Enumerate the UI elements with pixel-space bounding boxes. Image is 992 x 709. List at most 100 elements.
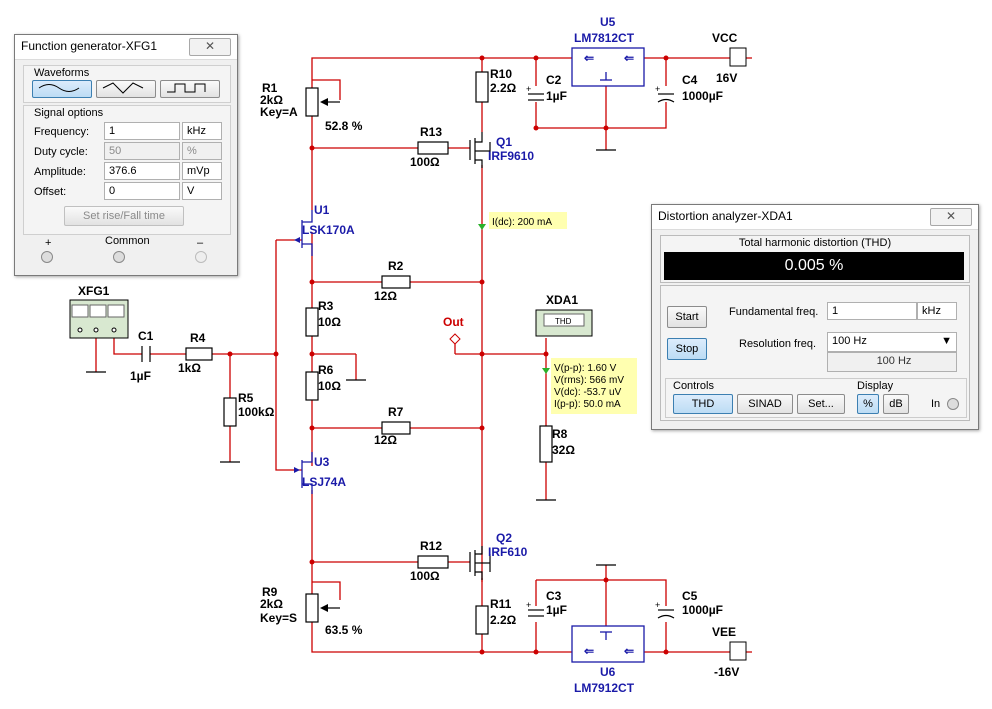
probe-dc-icon xyxy=(478,224,486,230)
probe-out-ipp: I(p-p): 50.0 mA xyxy=(554,399,621,410)
svg-text:U6: U6 xyxy=(600,665,616,679)
common-terminal-icon[interactable] xyxy=(113,251,125,263)
in-terminal-icon[interactable] xyxy=(947,398,959,410)
svg-text:LSJ74A: LSJ74A xyxy=(302,475,346,489)
amplitude-unit[interactable]: mVp xyxy=(182,162,222,180)
svg-text:12Ω: 12Ω xyxy=(374,433,397,447)
amplitude-label: Amplitude: xyxy=(34,166,86,178)
svg-text:16V: 16V xyxy=(716,71,737,85)
svg-text:Out: Out xyxy=(443,315,464,329)
fundamental-freq-unit[interactable]: kHz xyxy=(917,302,957,320)
function-generator-window[interactable]: Function generator-XFG1 ✕ Waveforms Sign… xyxy=(14,34,238,276)
triangle-wave-button[interactable] xyxy=(96,80,156,98)
junctions xyxy=(227,55,669,655)
svg-text:R8: R8 xyxy=(552,427,568,441)
svg-text:12Ω: 12Ω xyxy=(374,289,397,303)
waveforms-group: Waveforms xyxy=(23,65,231,103)
svg-text:100kΩ: 100kΩ xyxy=(238,405,275,419)
resistor-r8 xyxy=(539,425,553,463)
mosfet-q2[interactable] xyxy=(469,546,491,580)
sinad-button[interactable]: SINAD xyxy=(737,394,793,414)
probe-dc-text: I(dc): 200 mA xyxy=(492,217,552,228)
potentiometer-r1 xyxy=(305,87,319,117)
svg-text:R3: R3 xyxy=(318,299,334,313)
r9-wiper-icon xyxy=(320,604,328,612)
svg-text:1000µF: 1000µF xyxy=(682,603,723,617)
svg-text:VCC: VCC xyxy=(712,31,738,45)
svg-text:R5: R5 xyxy=(238,391,254,405)
svg-text:LM7812CT: LM7812CT xyxy=(574,31,635,45)
set-rise-fall-button[interactable]: Set rise/Fall time xyxy=(64,206,184,226)
display-label: Display xyxy=(857,380,894,392)
plus-terminal-icon[interactable] xyxy=(41,251,53,263)
thd-button[interactable]: THD xyxy=(673,394,733,414)
svg-text:⇐: ⇐ xyxy=(624,644,634,658)
distortion-analyzer-window[interactable]: Distortion analyzer-XDA1 ✕ Total harmoni… xyxy=(651,204,979,430)
amplitude-input[interactable]: 376.6 xyxy=(104,162,180,180)
resolution-freq-value: 100 Hz xyxy=(832,335,867,347)
regulator-u6[interactable]: ⇐⇐ xyxy=(571,625,645,663)
minus-terminal-icon[interactable] xyxy=(195,251,207,263)
svg-text:C1: C1 xyxy=(138,329,154,343)
svg-text:C5: C5 xyxy=(682,589,698,603)
svg-text:R2: R2 xyxy=(388,259,404,273)
svg-text:C4: C4 xyxy=(682,73,698,87)
fundamental-freq-label: Fundamental freq. xyxy=(729,306,819,318)
duty-cycle-input: 50 xyxy=(104,142,180,160)
svg-text:2.2Ω: 2.2Ω xyxy=(490,81,517,95)
svg-text:+: + xyxy=(526,600,531,610)
xda1-instrument[interactable]: THD xyxy=(535,309,593,337)
mosfet-q1[interactable] xyxy=(469,132,491,168)
svg-text:Q2: Q2 xyxy=(496,531,512,545)
svg-text:32Ω: 32Ω xyxy=(552,443,575,457)
sine-wave-button[interactable] xyxy=(32,80,92,98)
svg-text:R10: R10 xyxy=(490,67,512,81)
svg-text:+: + xyxy=(526,84,531,94)
start-button[interactable]: Start xyxy=(667,306,707,328)
signal-options-label: Signal options xyxy=(34,107,104,119)
resistor-r2 xyxy=(381,275,411,289)
close-button[interactable]: ✕ xyxy=(930,208,972,226)
db-button[interactable]: dB xyxy=(883,394,909,414)
capacitors[interactable]: + + + + xyxy=(141,84,675,619)
svg-text:LSK170A: LSK170A xyxy=(302,223,355,237)
offset-unit[interactable]: V xyxy=(182,182,222,200)
common-terminal-label: Common xyxy=(105,235,150,247)
fundamental-freq-input[interactable]: 1 xyxy=(827,302,917,320)
svg-text:U1: U1 xyxy=(314,203,330,217)
chevron-down-icon: ▼ xyxy=(941,335,952,347)
svg-text:Key=A: Key=A xyxy=(260,105,298,119)
resolution-freq-label: Resolution freq. xyxy=(739,338,817,350)
resistor-r13 xyxy=(417,141,449,155)
svg-text:52.8 %: 52.8 % xyxy=(325,119,363,133)
jfet-u3[interactable] xyxy=(294,452,313,494)
offset-input[interactable]: 0 xyxy=(104,182,180,200)
probe-out-vdc: V(dc): -53.7 uV xyxy=(554,387,622,398)
probe-out-icon xyxy=(542,368,550,374)
close-button[interactable]: ✕ xyxy=(189,38,231,56)
controls-label: Controls xyxy=(673,380,714,392)
sine-wave-icon xyxy=(38,84,80,92)
square-wave-button[interactable] xyxy=(160,80,220,98)
percent-button[interactable]: % xyxy=(857,394,879,414)
frequency-unit[interactable]: kHz xyxy=(182,122,222,140)
probe-dc-box xyxy=(489,212,567,229)
plus-terminal-label: + xyxy=(45,237,52,249)
svg-text:R4: R4 xyxy=(190,331,206,345)
jfet-u1[interactable] xyxy=(294,210,313,256)
frequency-input[interactable]: 1 xyxy=(104,122,180,140)
resolution-freq-select[interactable]: 100 Hz ▼ xyxy=(827,332,957,352)
regulator-u5[interactable]: ⇐⇐ xyxy=(571,47,645,87)
resolution-freq-display: 100 Hz xyxy=(827,352,957,372)
analyzer-controls-panel: Start Stop Fundamental freq. 1 kHz Resol… xyxy=(660,285,970,421)
vee-terminal[interactable] xyxy=(729,641,747,661)
distortion-analyzer-title: Distortion analyzer-XDA1 ✕ xyxy=(652,205,978,230)
stop-button[interactable]: Stop xyxy=(667,338,707,360)
resistors[interactable] xyxy=(185,71,553,635)
svg-text:100Ω: 100Ω xyxy=(410,155,440,169)
offset-label: Offset: xyxy=(34,186,67,198)
set-button[interactable]: Set... xyxy=(797,394,845,414)
vcc-terminal[interactable] xyxy=(729,47,747,67)
xfg1-instrument[interactable] xyxy=(69,299,129,339)
